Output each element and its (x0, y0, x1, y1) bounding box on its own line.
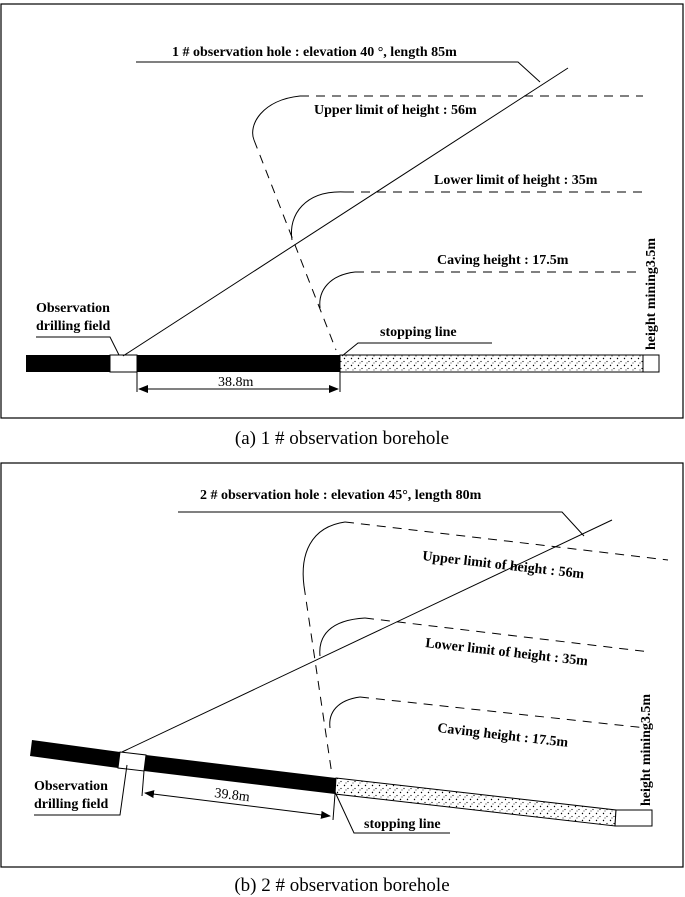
panel-a-coal-seam-left (26, 355, 110, 372)
panel-a-upper-label: Upper limit of height : 56m (314, 103, 477, 118)
panel-b-fracture-boundary (303, 585, 333, 776)
panel-a-mining-height-label: height mining3.5m (644, 238, 659, 350)
panel-b-lower-curve (319, 617, 366, 657)
panel-b-mining-height-block (614, 809, 653, 827)
panel-a-field-leader (36, 336, 120, 356)
panel-a-field-label-1: Observation (36, 301, 110, 316)
panel-b-caving-curve (329, 696, 361, 729)
panel-b-lower-label: Lower limit of height : 35m (425, 636, 589, 669)
panel-b: 2 # observation hole : elevation 45°, le… (0, 462, 684, 896)
panel-b-stopping-label: stopping line (364, 817, 441, 832)
panel-b-hole-leader (178, 511, 585, 537)
panel-a-lower-label: Lower limit of height : 35m (434, 173, 598, 188)
panel-a-drilling-field-block (109, 354, 138, 373)
panel-a-coal-seam-right (137, 355, 340, 372)
panel-b-field-label-1: Observation (34, 779, 108, 794)
panel-a-caving-curve (319, 271, 356, 309)
panel-b-caving-dashed (359, 696, 647, 729)
panel-b-field-leader (34, 764, 128, 816)
panel-a: 1 # observation hole : elevation 40 °, l… (0, 3, 684, 449)
panel-a-goaf (339, 354, 644, 373)
panel-b-upper-label: Upper limit of height : 56m (422, 549, 586, 582)
panel-a-stopping-leader (341, 342, 492, 357)
panel-b-distance-label: 39.8m (214, 786, 251, 805)
panel-b-coal-seam-right (144, 755, 336, 794)
panel-a-fracture-boundary (253, 139, 337, 351)
panel-b-coal-seam-left (30, 740, 120, 768)
panel-b-drilling-field-block (117, 751, 147, 772)
panel-a-hole-leader (136, 61, 541, 83)
panel-a-caption: (a) 1 # observation borehole (235, 428, 449, 449)
panel-a-upper-curve (252, 95, 301, 141)
panel-a-field-label-2: drilling field (36, 319, 111, 334)
panel-b-dim-tick-left (141, 770, 145, 797)
panel-b-hole-label: 2 # observation hole : elevation 45°, le… (200, 488, 482, 503)
panel-b-borehole-line (121, 519, 613, 753)
panel-a-caving-label: Caving height : 17.5m (437, 253, 569, 268)
panel-a-distance-label: 38.8m (218, 375, 254, 390)
panel-b-upper-dashed (344, 521, 669, 561)
panel-a-hole-label: 1 # observation hole : elevation 40 °, l… (172, 45, 457, 60)
panel-b-caving-label: Caving height : 17.5m (437, 721, 570, 751)
panel-b-dim-arrow (144, 790, 331, 819)
panel-b-frame (0, 462, 684, 868)
panel-b-stopping-leader (334, 791, 450, 834)
panel-b-upper-curve (302, 521, 346, 587)
panel-b-mining-height-label: height mining3.5m (639, 694, 654, 806)
panel-a-stopping-label: stopping line (380, 325, 457, 340)
panel-a-lower-curve (290, 191, 346, 241)
panel-a-mining-height-block (642, 354, 660, 373)
panel-a-frame (0, 3, 684, 419)
panel-b-dim-tick-right (332, 793, 336, 821)
panel-a-borehole-line (122, 67, 569, 357)
panel-b-caption: (b) 2 # observation borehole (234, 875, 449, 896)
panel-b-field-label-2: drilling field (34, 797, 109, 812)
